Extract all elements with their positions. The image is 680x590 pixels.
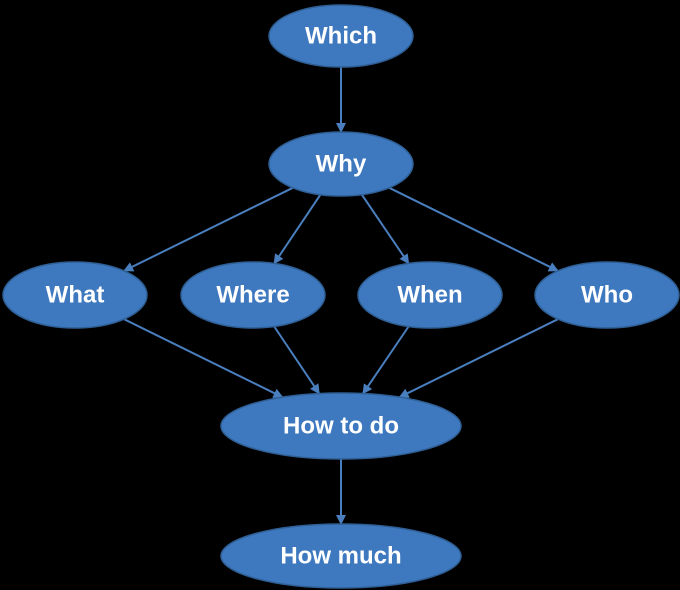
node-how-much-label: How much: [280, 543, 401, 570]
node-what-label: What: [46, 282, 105, 309]
edge-why-to-where: [273, 194, 322, 265]
edge-where-to-how-to-do: [273, 325, 321, 395]
edge-why-to-when: [360, 194, 410, 265]
node-when-shape: [357, 261, 503, 329]
node-how-to-do: How to do: [220, 392, 462, 460]
edge-when-to-how-to-do: [362, 325, 410, 395]
node-where-shape: [180, 261, 326, 329]
edge-who-to-how-to-do: [398, 318, 559, 399]
nodes-layer: Which Why What Where When Who: [2, 4, 680, 589]
node-where: Where: [180, 261, 326, 329]
edge-what-to-how-to-do: [123, 318, 284, 399]
node-how-much-shape: [220, 523, 462, 589]
node-how-to-do-label: How to do: [283, 413, 399, 440]
node-what-shape: [2, 261, 148, 329]
node-which: Which: [268, 4, 414, 68]
edge-why-to-what: [123, 186, 294, 272]
node-where-label: Where: [216, 282, 289, 309]
node-when: When: [357, 261, 503, 329]
node-who-label: Who: [581, 282, 633, 309]
node-who-shape: [534, 261, 680, 329]
node-why-label: Why: [316, 151, 367, 178]
node-why-shape: [268, 131, 414, 197]
node-who: Who: [534, 261, 680, 329]
node-why: Why: [268, 131, 414, 197]
node-how-much: How much: [220, 523, 462, 589]
edge-why-to-who: [388, 186, 559, 272]
node-how-to-do-shape: [220, 392, 462, 460]
node-when-label: When: [397, 282, 462, 309]
node-what: What: [2, 261, 148, 329]
edges-layer: [123, 67, 559, 525]
node-which-label: Which: [305, 23, 377, 50]
node-which-shape: [268, 4, 414, 68]
